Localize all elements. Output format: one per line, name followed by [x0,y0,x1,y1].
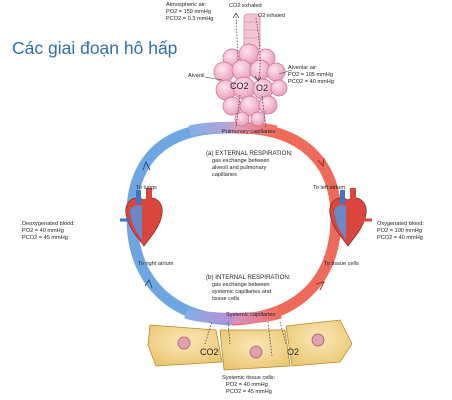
tissue-o2-label: O2 [287,347,300,357]
left-heart [120,188,163,247]
co2-exhaled-label: CO2 exhaled [229,3,262,9]
pulmonary-capillary-band [188,121,278,137]
alveoli-label: Alveoli [188,73,205,79]
deoxygenated-heading: Deoxygenated blood: [22,221,75,227]
alveolar-pco2: PCO2 = 40 mmHg [288,79,334,85]
systemic-capillaries-label: Systemic capillaries [226,312,276,318]
tissue-heading: Systemic tissue cells: [222,375,276,381]
o2-inhaled-label: O2 inhaled [258,13,286,19]
to-lungs-label: To lungs [136,185,157,191]
pulmonary-capillaries-label: Pulmonary capillaries [222,129,276,135]
external-line2: gas exchange between [212,158,270,164]
tissue-pco2: PCO2 = 45 mmHg [226,389,272,395]
page-title: Các giai đoạn hô hấp [12,38,178,58]
deoxygenated-pco2: PCO2 = 45 mmHg [22,235,68,241]
deoxygenated-po2: PO2 = 40 mmHg [22,228,64,234]
alveoli-cluster [213,43,288,127]
right-heart [329,188,372,247]
internal-line2: gas exchange between [212,282,270,288]
internal-line4: tissue cells [212,296,240,302]
alveoli-co2-label: CO2 [230,81,249,91]
alveolar-heading: Alveolar air: [288,65,318,71]
to-left-atrium-label: To left atrium [313,185,346,191]
oxygenated-po2: PO2 = 100 mmHg [377,228,422,234]
atmospheric-po2: PO2 = 159 mmHg [166,9,211,15]
to-tissue-cells-label: To tissue cells [324,261,359,267]
external-line3: alveoli and pulmonary [212,165,267,171]
internal-line3: systemic capillaries and [212,289,272,295]
atmospheric-heading: Atmospheric air: [166,2,207,8]
internal-respiration-title: (b) INTERNAL RESPIRATION: [206,274,291,281]
oxygenated-heading: Oxygenated blood: [377,221,424,227]
tissue-po2: PO2 = 40 mmHg [226,382,268,388]
tissue-co2-label: CO2 [200,347,219,357]
atmospheric-pco2: PCO2 = 0.3 mmHg [166,16,214,22]
to-right-atrium-label: To right atrium [138,261,174,267]
external-line4: capillaries [212,172,237,178]
oxygenated-pco2: PCO2 = 40 mmHg [377,235,423,241]
alveoli-o2-label: O2 [256,83,269,93]
external-respiration-title: (a) EXTERNAL RESPIRATION: [206,150,293,157]
systemic-capillary-band [184,307,282,324]
alveolar-po2: PO2 = 105 mmHg [288,72,333,78]
